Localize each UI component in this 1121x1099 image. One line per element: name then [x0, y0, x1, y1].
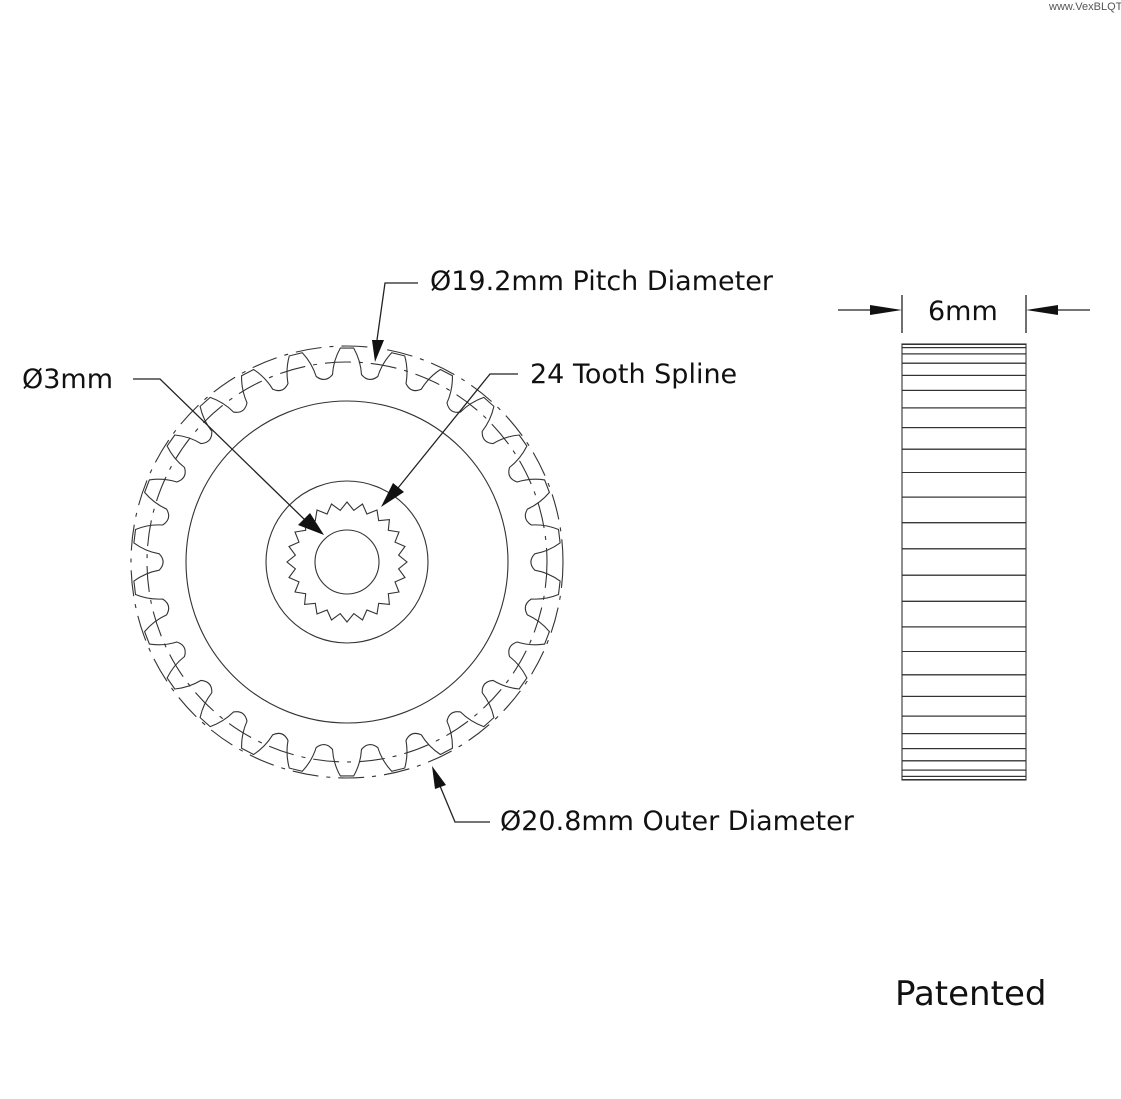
bore-label: Ø3mm: [22, 364, 113, 395]
patented-label: Patented: [895, 974, 1046, 1014]
pitch-diameter-label: Ø19.2mm Pitch Diameter: [430, 266, 774, 297]
spline-callout: 24 Tooth Spline: [381, 359, 737, 507]
outer-diameter-circle: [130, 345, 564, 779]
pitch-diameter-circle: [146, 361, 548, 763]
gear-front-view: [130, 345, 564, 779]
arrow-icon: [381, 483, 404, 507]
width-label: 6mm: [928, 296, 998, 327]
bore-callout: Ø3mm: [22, 364, 324, 535]
bore-circle: [314, 529, 380, 595]
outer-diameter-callout: Ø20.8mm Outer Diameter: [432, 766, 855, 837]
arrow-icon: [298, 513, 324, 535]
gear-teeth-outline: [133, 347, 561, 777]
width-dimension: 6mm: [838, 295, 1090, 333]
arrow-icon: [372, 340, 384, 362]
spline-outline: [286, 501, 408, 623]
pitch-diameter-callout: Ø19.2mm Pitch Diameter: [372, 266, 774, 362]
arrow-icon: [432, 766, 446, 789]
gear-side-view: [901, 343, 1027, 781]
outer-diameter-label: Ø20.8mm Outer Diameter: [500, 806, 855, 837]
arrow-icon: [1026, 305, 1058, 315]
watermark: www.VexBLQT: [1048, 1, 1121, 13]
hub-circle: [265, 480, 429, 644]
spline-label: 24 Tooth Spline: [530, 359, 737, 390]
arrow-icon: [870, 305, 902, 315]
web-circle: [185, 400, 509, 724]
